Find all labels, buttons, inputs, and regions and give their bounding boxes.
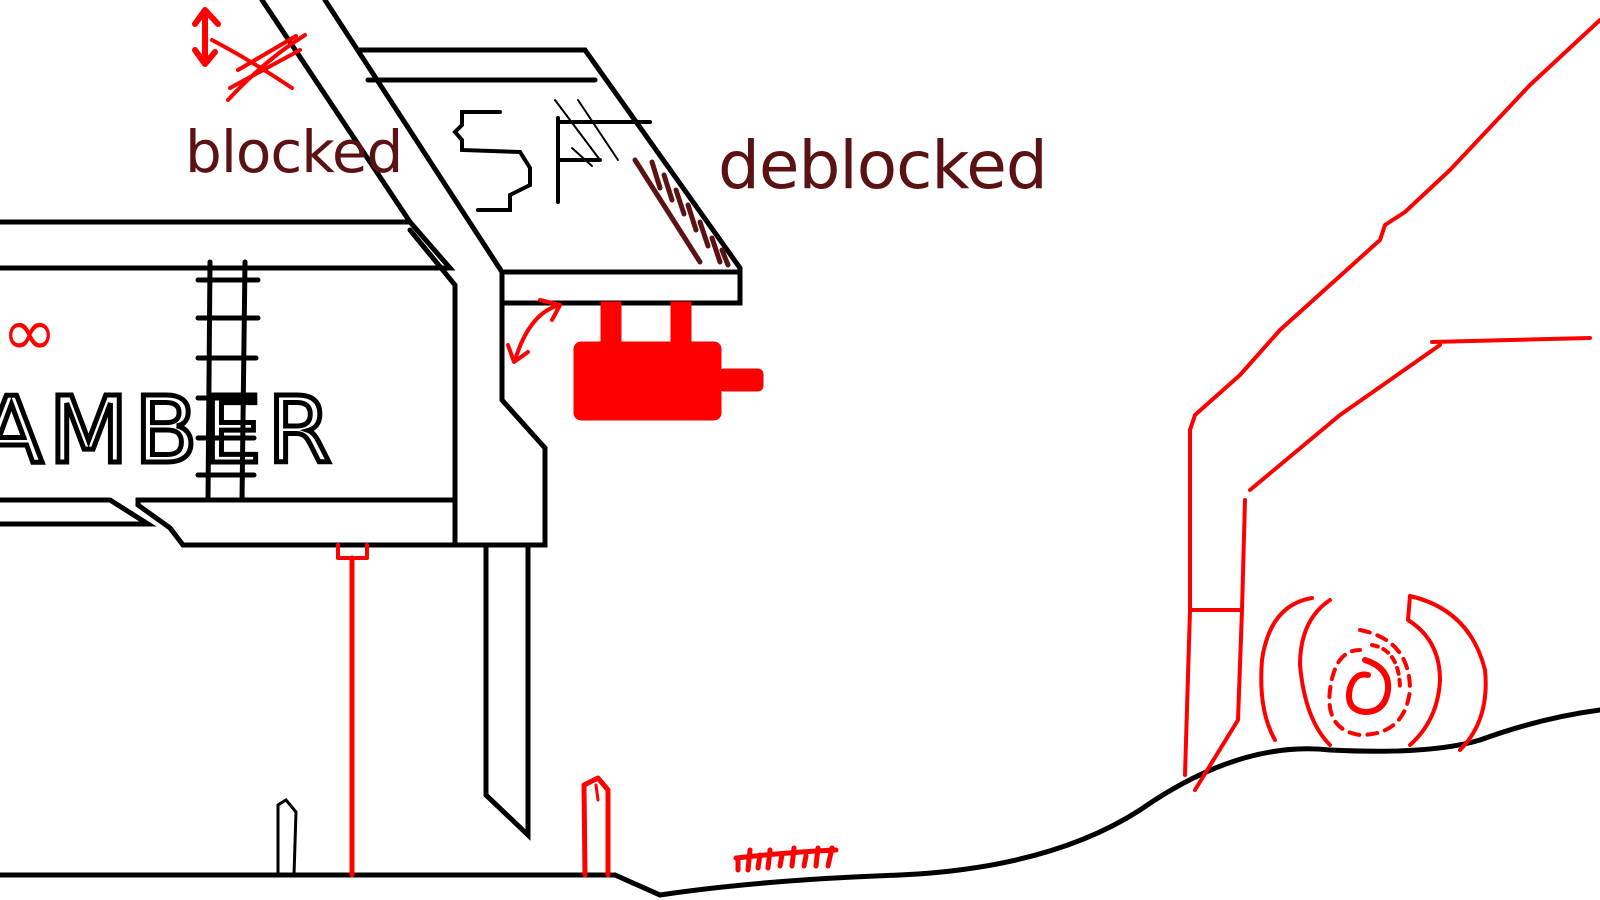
deblocked-label: deblocked — [718, 127, 1047, 204]
white-post — [278, 800, 296, 875]
red-grass — [736, 848, 836, 870]
deblocked-slope — [635, 160, 728, 265]
blocked-label: blocked — [185, 118, 402, 186]
red-cliff — [1185, 20, 1600, 790]
sf-label: SF — [455, 112, 650, 210]
red-hanging-rope — [338, 545, 367, 875]
sf-room — [360, 50, 740, 303]
chamber-scribble: AMBER — [0, 377, 337, 484]
spiral-portal-icon — [1261, 596, 1485, 750]
ground-line — [0, 710, 1600, 895]
chamber-label: AMBER — [0, 377, 337, 484]
red-post — [584, 778, 608, 875]
rotate-arrow-icon — [508, 300, 560, 362]
infinity-icon: ∞ — [2, 294, 57, 371]
red-cannon — [575, 303, 762, 419]
crossed-out-arrow-icon — [195, 10, 305, 100]
